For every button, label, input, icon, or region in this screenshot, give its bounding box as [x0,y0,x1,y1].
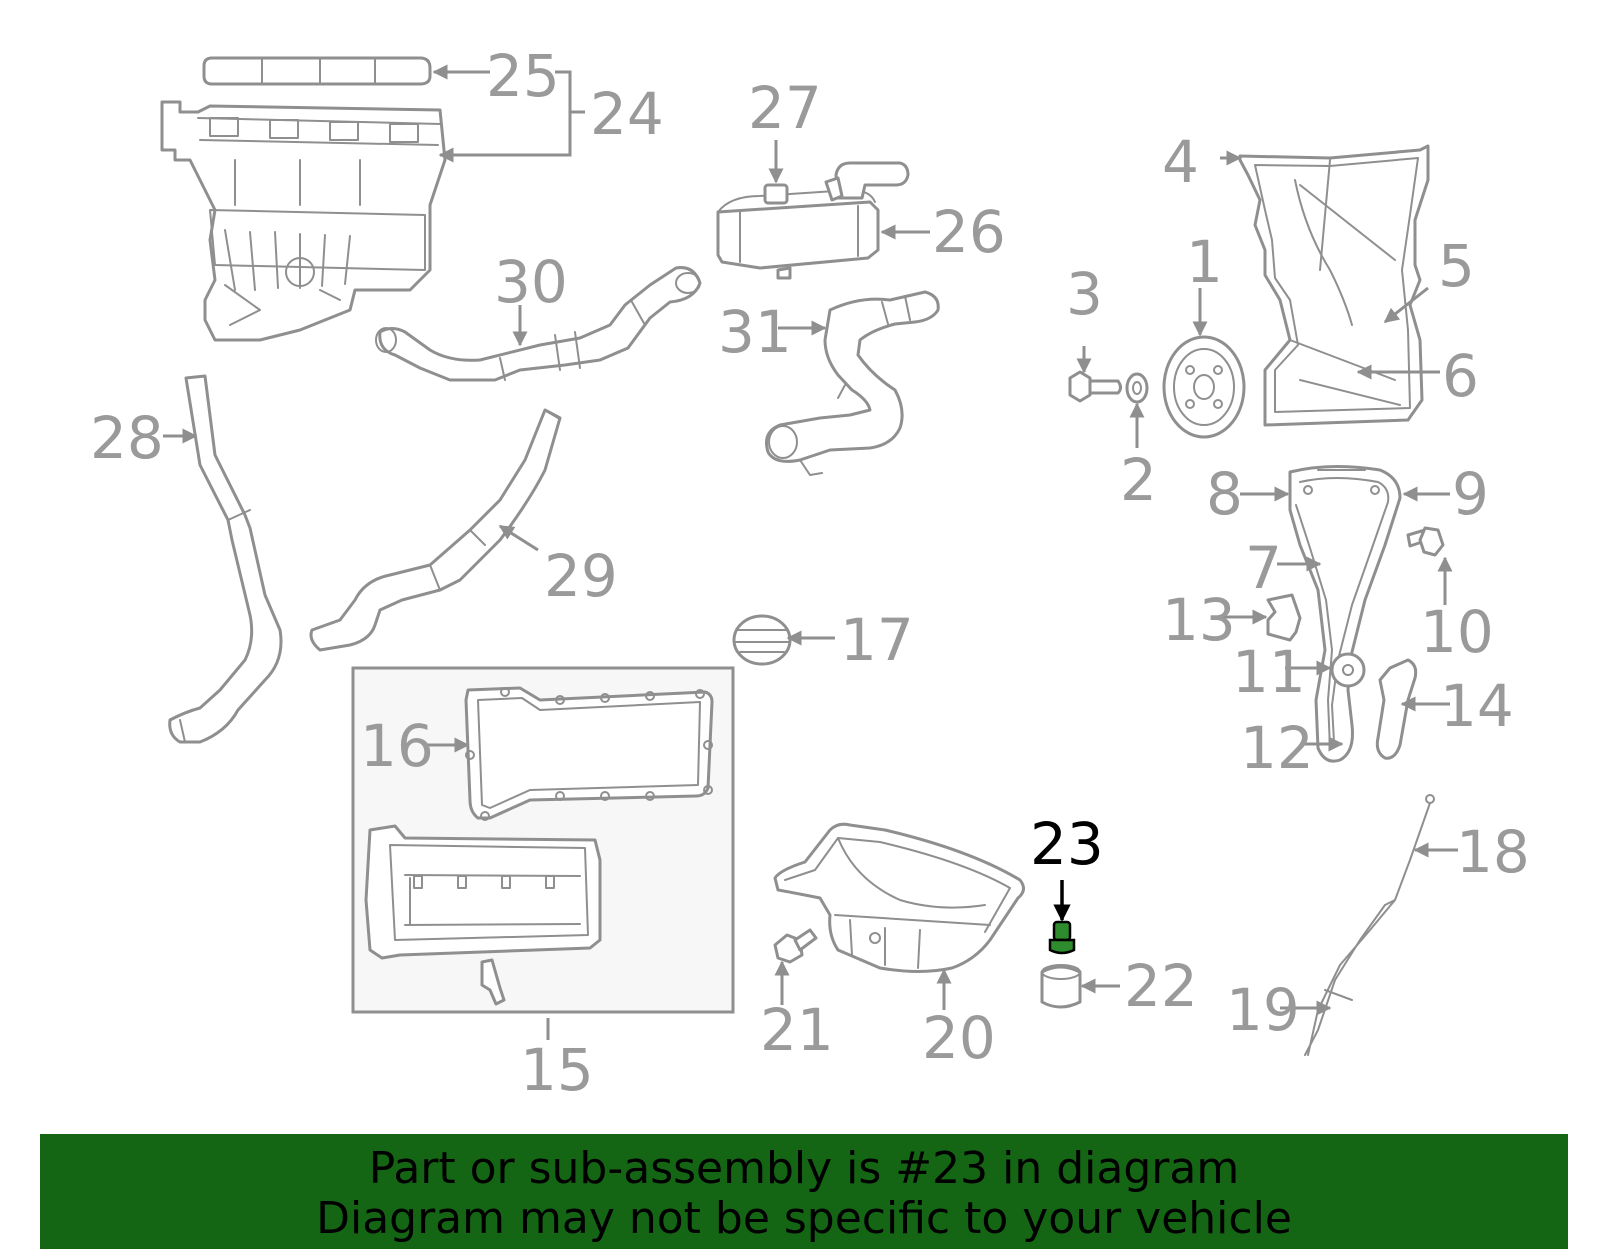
callout-23: 23 [1030,810,1104,878]
part-25-intake-gasket[interactable] [202,56,432,86]
part-22-oil-filter[interactable] [1040,964,1082,1009]
part-4-timing-cover[interactable] [1238,144,1430,427]
part-14-guide[interactable] [1375,658,1418,760]
callout-3: 3 [1066,260,1103,328]
part-27-fitting[interactable] [763,183,789,205]
valve-cover[interactable] [364,824,602,1006]
banner-line-1: Part or sub-assembly is #23 in diagram [368,1143,1240,1194]
callout-11: 11 [1232,638,1306,706]
part-24-intake-manifold[interactable] [160,100,447,342]
part-20-oil-pan[interactable] [773,822,1025,973]
callout-16: 16 [360,712,434,780]
part-11-sprocket[interactable] [1330,652,1366,688]
part-7-chain[interactable] [1295,504,1333,749]
part-26-oil-cooler[interactable] [716,161,910,280]
callout-24: 24 [590,80,664,148]
callout-29: 29 [544,542,618,610]
callout-28: 28 [90,404,164,472]
part-23-highlighted[interactable] [1048,920,1076,955]
callout-2: 2 [1120,446,1157,514]
callout-18: 18 [1456,818,1530,886]
callout-12: 12 [1240,714,1314,782]
callout-5: 5 [1438,232,1475,300]
part-17-filler-cap[interactable] [732,614,792,666]
part-28-tube[interactable] [168,374,283,744]
callout-6: 6 [1442,342,1479,410]
callout-14: 14 [1440,672,1514,740]
part-1-pulley[interactable] [1162,335,1246,439]
leader-lines [163,64,1458,1040]
callout-8: 8 [1206,460,1243,528]
part-21-drain-bolt[interactable] [773,928,818,964]
callout-20: 20 [922,1004,996,1072]
callout-26: 26 [932,198,1006,266]
part-10-bolt[interactable] [1406,526,1445,557]
callout-9: 9 [1452,460,1489,528]
banner-line-2: Diagram may not be specific to your vehi… [316,1193,1292,1244]
callout-30: 30 [494,248,568,316]
callout-labels: 1 2 3 4 5 6 7 8 9 10 11 12 13 14 15 16 1… [90,42,1530,1104]
part-3-bolt[interactable] [1068,370,1122,403]
callout-1: 1 [1186,228,1223,296]
part-29-tube[interactable] [309,408,562,652]
part-30-hose[interactable] [375,266,702,382]
part-8-chain-guide[interactable] [1288,464,1402,763]
callout-4: 4 [1162,128,1199,196]
part-2-washer[interactable] [1125,372,1149,404]
part-31-hose[interactable] [765,290,940,476]
callout-7: 7 [1245,534,1282,602]
callout-25: 25 [486,42,560,110]
callout-15: 15 [520,1036,594,1104]
callout-22: 22 [1124,952,1198,1020]
callout-17: 17 [840,606,914,674]
callout-13: 13 [1162,586,1236,654]
callout-27: 27 [748,74,822,142]
part-19-dipstick-tube[interactable] [1304,904,1386,1056]
part-13-tensioner[interactable] [1266,593,1302,642]
callout-19: 19 [1226,976,1300,1044]
part-16-gasket[interactable] [464,686,714,821]
info-banner: Part or sub-assembly is #23 in diagram D… [40,1134,1568,1249]
callout-10: 10 [1420,598,1494,666]
callout-21: 21 [760,996,834,1064]
callout-31: 31 [718,298,792,366]
